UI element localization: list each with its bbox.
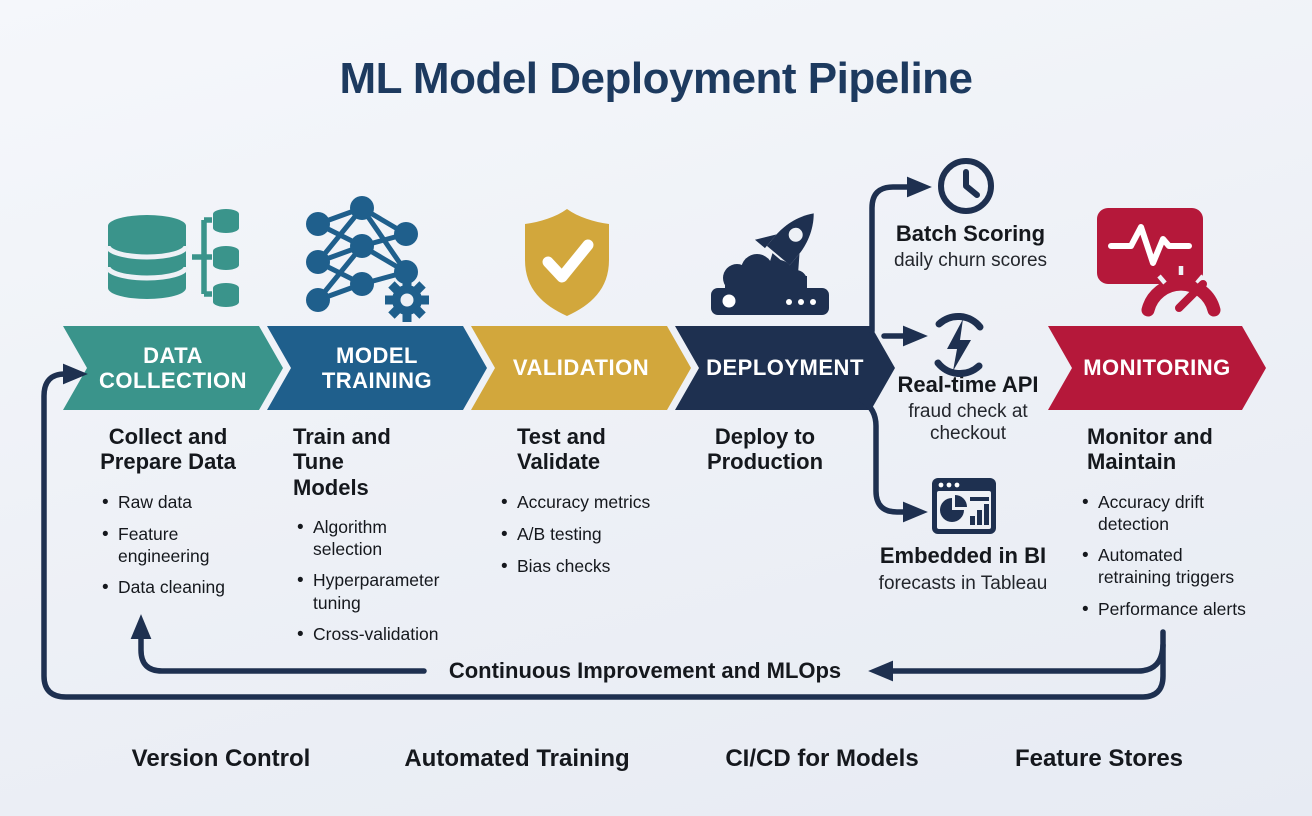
bullet-item: Algorithm selection	[313, 516, 458, 561]
bi-dashboard-icon	[932, 478, 996, 534]
bullet-item: Feature engineering	[118, 523, 248, 568]
continuous-improvement-label: Continuous Improvement and MLOps	[448, 658, 842, 683]
output-batch-scoring-title: Batch Scoring	[895, 221, 1046, 246]
small-db-3	[213, 283, 239, 307]
stage-details-model-training: Train and Tune Models Algorithm selectio…	[293, 424, 463, 655]
stage-details-validation: Test and Validate Accuracy metrics A/B t…	[517, 424, 702, 587]
stage-details-monitoring: Monitor and Maintain Accuracy drift dete…	[1087, 424, 1267, 630]
stage-chevron-monitoring: MONITORING	[1048, 326, 1266, 410]
arrow-label-to-training	[130, 614, 427, 674]
page-title: ML Model Deployment Pipeline	[339, 54, 973, 103]
bullet-item: Performance alerts	[1098, 598, 1258, 621]
lightning-circle-icon	[934, 312, 984, 378]
stage-label: MODEL TRAINING	[321, 342, 433, 393]
stage-heading: Collect and Prepare Data	[100, 424, 236, 475]
footer-version-control: Version Control	[131, 745, 311, 772]
bullet-item: Raw data	[118, 491, 248, 514]
stage-label: DATA COLLECTION	[99, 342, 247, 393]
bullet-item: Hyperparameter tuning	[313, 569, 458, 614]
stage-label: DEPLOYMENT	[706, 355, 864, 381]
arrow-deploy-to-batch	[869, 176, 932, 334]
rocket-launch-icon	[711, 213, 829, 315]
bullet-item: Cross-validation	[313, 623, 458, 646]
pulse-gauge-icon	[1097, 208, 1221, 317]
stage-heading: Monitor and Maintain	[1087, 424, 1213, 475]
stage-details-data-collection: Collect and Prepare Data Raw data Featur…	[88, 424, 248, 608]
stage-label: VALIDATION	[512, 355, 650, 381]
output-realtime-api-subtitle: fraud check at checkout	[908, 401, 1028, 445]
footer-feature-stores: Feature Stores	[1014, 745, 1184, 772]
stage-label: MONITORING	[1083, 355, 1231, 381]
bullet-item: Automated retraining triggers	[1098, 544, 1258, 589]
stage-chevron-model-training: MODEL TRAINING	[267, 326, 487, 410]
output-realtime-api-title: Real-time API	[897, 372, 1039, 397]
neural-network-gear-icon	[306, 196, 429, 322]
bullet-item: Accuracy drift detection	[1098, 491, 1258, 536]
stage-chevron-validation: VALIDATION	[471, 326, 691, 410]
stage-heading: Deploy to Production	[706, 424, 824, 475]
output-embedded-bi-subtitle: forecasts in Tableau	[878, 573, 1048, 594]
arrow-feedback-loop	[41, 363, 1166, 700]
bullet-item: Data cleaning	[118, 576, 248, 599]
footer-automated-training: Automated Training	[404, 745, 630, 772]
database-branch-icon	[105, 209, 239, 307]
small-db-1	[213, 209, 239, 233]
output-embedded-bi-title: Embedded in BI	[879, 543, 1047, 568]
bullet-item: A/B testing	[517, 523, 677, 546]
stage-bullet-list: Algorithm selection Hyperparameter tunin…	[313, 516, 458, 646]
stage-chevron-data-collection: DATA COLLECTION	[63, 326, 283, 410]
clock-icon	[938, 158, 994, 214]
rocket	[754, 213, 814, 276]
stage-heading: Train and Tune Models	[293, 424, 391, 500]
stage-details-deployment: Deploy to Production	[695, 424, 835, 491]
arrow-deploy-to-bi	[859, 397, 928, 523]
stage-bullet-list: Accuracy metrics A/B testing Bias checks	[517, 491, 677, 579]
arrow-feedback-to-label	[868, 642, 1166, 682]
bullet-item: Bias checks	[517, 555, 677, 578]
stage-bullet-list: Raw data Feature engineering Data cleani…	[118, 491, 248, 600]
shield-check-icon	[525, 209, 609, 316]
output-batch-scoring-subtitle: daily churn scores	[893, 250, 1048, 271]
small-db-2	[213, 246, 239, 270]
gear	[385, 278, 429, 322]
gauge	[1141, 266, 1221, 317]
stage-bullet-list: Accuracy drift detection Automated retra…	[1098, 491, 1258, 621]
footer-cicd-for-models: CI/CD for Models	[725, 745, 919, 772]
bullet-item: Accuracy metrics	[517, 491, 677, 514]
stage-heading: Test and Validate	[517, 424, 606, 475]
stage-chevron-deployment: DEPLOYMENT	[675, 326, 895, 410]
